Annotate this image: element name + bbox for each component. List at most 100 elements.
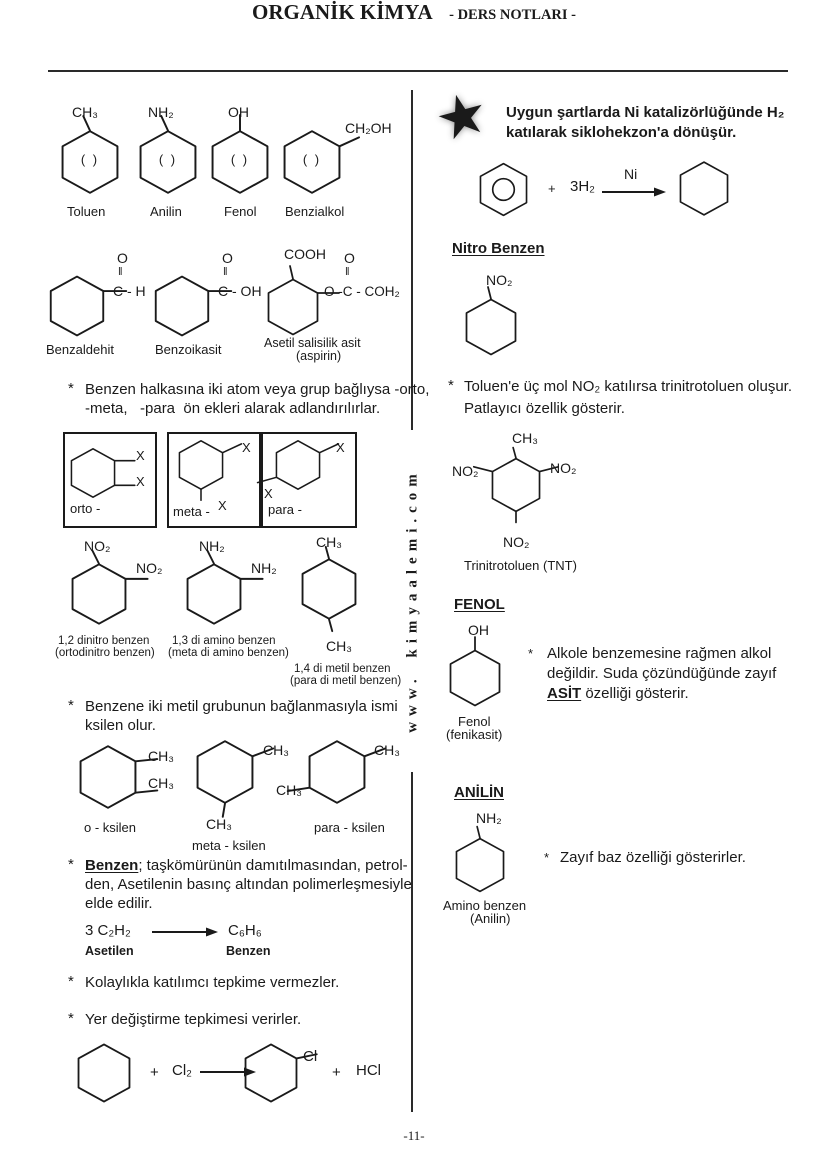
phenol-note-line3: ASİT özelliği gösterir. <box>547 685 689 704</box>
aromatic-marker: ( ) <box>302 152 322 167</box>
meta-box-ring <box>178 440 243 501</box>
asit-word: ASİT <box>547 685 582 702</box>
phenol-name: Fenol <box>458 714 491 729</box>
dinitrobenzene-caption-1: 1,2 dinitro benzen <box>58 635 150 647</box>
aniline-heading: ANİLİN <box>454 784 504 801</box>
aspirin-chain: O -C - COH₂ <box>324 284 400 299</box>
aspirin-name: Asetil salisilik asit <box>264 336 361 350</box>
substitution-note: Yer değiştirme tepkimesi verirler. <box>85 1011 302 1028</box>
page-title: ORGANİK KİMYA <box>252 0 433 24</box>
aniline-name-2: (Anilin) <box>470 911 511 926</box>
aspirin-ring <box>267 265 340 336</box>
chlorination-byproduct: HCl <box>356 1062 381 1079</box>
phenol-note-line2: değildir. Suda çözündüğünde zayıf <box>547 665 777 682</box>
chlorobenzene-ring <box>244 1043 318 1103</box>
o-xylene-sub-a: CH₃ <box>148 748 174 764</box>
aniline-substituent: NH₂ <box>148 104 174 120</box>
aniline-name: Anilin <box>150 204 182 219</box>
para-xylene-sub-a: CH₃ <box>374 742 400 758</box>
toluene-substituent: CH₃ <box>72 104 98 120</box>
aniline-substituent: NH₂ <box>476 810 502 826</box>
tnt-note-line1: Toluen'e üç mol NO₂ katılırsa trinitroto… <box>464 378 793 395</box>
dimethylbenzene-caption-2: (para di metil benzen) <box>290 675 402 687</box>
column-divider-top <box>411 90 413 430</box>
tnt-note-line2: Patlayıcı özellik gösterir. <box>464 400 625 417</box>
header-rule <box>48 70 788 72</box>
x-label: X <box>264 486 273 501</box>
hydrogenation-reagent: 3H₂ <box>570 178 595 195</box>
para-box-ring <box>256 440 340 490</box>
synthesis-product-label: Benzen <box>226 944 271 958</box>
bullet-marker: * <box>448 377 454 394</box>
bullet-marker: * <box>528 646 534 661</box>
tnt-bottom-sub: NO₂ <box>503 534 530 550</box>
chlorination-reagent: Cl₂ <box>172 1062 192 1079</box>
benzoic-acid-oxygen: O <box>222 250 233 266</box>
bullet-marker: * <box>544 850 550 865</box>
hydrogenation-note-line1: Uygun şartlarda Ni katalizörlüğünde H₂ <box>506 104 785 121</box>
ortho-note-line2: -meta, -para ön ekleri alarak adlandırıl… <box>85 400 381 417</box>
meta-xylene-ring <box>196 740 275 818</box>
cyclohexane-ring <box>679 161 729 216</box>
phenol-name-2: (fenikasit) <box>446 727 503 742</box>
benzene-word: Benzen <box>85 857 139 874</box>
plus-sign: + <box>150 1064 159 1081</box>
aniline-note: Zayıf baz özelliği gösterirler. <box>560 849 746 866</box>
benzene-note-line2: den, Asetilenin basınç altından polimerl… <box>85 876 412 893</box>
xylene-note-line2: ksilen olur. <box>85 717 156 734</box>
phenol-substituent: OH <box>468 622 489 638</box>
aniline-structure-ring <box>455 825 505 893</box>
diaminobenzene-top-sub: NH₂ <box>199 538 225 554</box>
aspirin-oxygen: O <box>344 250 355 266</box>
benzaldehyde-chain: C - H <box>113 283 146 299</box>
benzaldehyde-name: Benzaldehit <box>46 342 114 357</box>
meta-box-label: meta - <box>173 504 210 519</box>
bullet-marker: * <box>68 973 74 990</box>
benzyl-alcohol-substituent: CH₂OH <box>345 120 392 136</box>
reaction-arrow <box>200 1067 256 1077</box>
nitrobenzene-substituent: NO₂ <box>486 272 513 288</box>
dinitrobenzene-caption-2: (ortodinitro benzen) <box>55 647 155 659</box>
benzene-note-line1-rest: ; taşkömürünün damıtılmasından, petrol- <box>138 857 408 874</box>
dimethylbenzene-ring <box>301 545 357 633</box>
x-label: X <box>218 498 227 513</box>
synthesis-reactant: 3 C₂H₂ <box>85 922 131 939</box>
phenol-name: Fenol <box>224 204 257 219</box>
diaminobenzene-caption-2: (meta di amino benzen) <box>168 647 289 659</box>
bullet-marker: * <box>68 697 74 714</box>
reaction-arrow <box>602 187 666 197</box>
dimethylbenzene-bottom-sub: CH₃ <box>326 638 352 654</box>
phenol-heading: FENOL <box>454 596 505 613</box>
benzene-note-line1: Benzen; taşkömürünün damıtılmasından, pe… <box>85 857 408 876</box>
dimethylbenzene-top-sub: CH₃ <box>316 534 342 550</box>
tnt-right-sub: NO₂ <box>550 460 577 476</box>
xylene-note-line1: Benzene iki metil grubunun bağlanmasıyla… <box>85 698 398 715</box>
toluene-ring <box>61 115 119 194</box>
dinitrobenzene-ring <box>71 549 149 625</box>
chlorobenzene-substituent: Cl <box>303 1048 318 1065</box>
phenol-ring <box>211 113 269 194</box>
x-label: X <box>136 474 145 489</box>
o-xylene-sub-b: CH₃ <box>148 775 174 791</box>
star-icon: ★ <box>428 78 496 155</box>
para-xylene-caption: para - ksilen <box>314 820 385 835</box>
x-label: X <box>136 448 145 463</box>
benzyl-alcohol-name: Benzialkol <box>285 204 345 219</box>
o-xylene-ring <box>79 745 159 809</box>
double-bond-mark: ‖ <box>118 266 123 278</box>
benzyl-alcohol-ring <box>283 130 361 194</box>
aromatic-marker: ( ) <box>158 152 178 167</box>
ortho-box-label: orto - <box>70 501 101 516</box>
diaminobenzene-side-sub: NH₂ <box>251 560 277 576</box>
diaminobenzene-ring <box>186 549 264 625</box>
meta-xylene-sub-a: CH₃ <box>263 742 289 758</box>
para-box <box>261 432 357 528</box>
ortho-box-ring <box>70 448 136 498</box>
aromatic-marker: ( ) <box>230 152 250 167</box>
meta-box <box>167 432 261 528</box>
aspirin-cooh: COOH <box>284 246 326 262</box>
bullet-marker: * <box>68 1010 74 1027</box>
double-bond-mark: ‖ <box>223 266 228 278</box>
double-bond-mark: ‖ <box>345 266 350 278</box>
synthesis-product: C₆H₆ <box>228 922 262 939</box>
